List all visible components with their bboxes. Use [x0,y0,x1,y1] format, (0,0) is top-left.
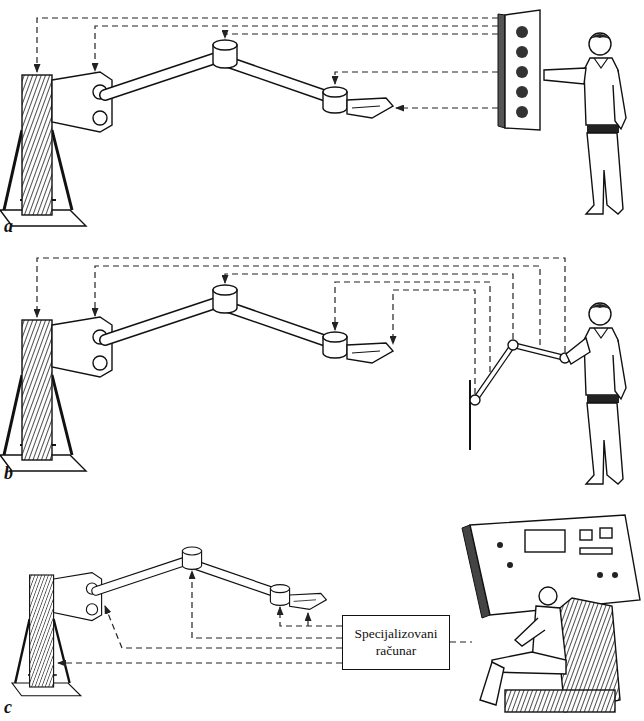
signal-line [58,662,342,663]
panel-button [516,26,528,118]
master-arm [470,395,480,405]
panel-button [516,66,528,78]
cockpit [505,690,615,712]
box-text: Specijalizovani računar [347,626,445,658]
operator [584,33,626,214]
master-arm [475,345,565,400]
signal-line [37,258,565,352]
master-arm [470,340,570,450]
panel-button [516,86,528,98]
panel-b [0,258,626,484]
cockpit [497,542,503,548]
control-panel [498,14,505,128]
signal-line [192,571,342,638]
cockpit [580,548,612,554]
cockpit [525,530,565,552]
signal-line [335,282,490,372]
cockpit [597,572,603,578]
panel-button [516,106,528,118]
panel-button [516,46,528,58]
signal-line [37,18,498,108]
operator-arm [566,338,590,364]
signal-line [396,107,498,108]
cockpit [507,562,513,568]
computer-box: Specijalizovani računar [342,615,450,670]
panel-button [516,26,528,38]
control-panel [505,10,540,130]
signal-line [95,26,498,71]
master-arm [508,340,518,350]
cockpit [470,515,640,615]
robot-arm [12,547,326,696]
signal-line [335,72,498,84]
robot-arm [0,285,393,471]
signal-line [37,258,565,394]
signal-line [225,274,513,339]
panel-a [0,10,626,226]
panel-c [12,515,640,712]
signal-line [393,290,475,394]
signal-line [37,18,498,72]
signal-line [280,607,342,626]
robot-arm [0,40,393,226]
cockpit [600,528,612,538]
cockpit [580,530,592,540]
signal-line [307,613,308,626]
cockpit [539,587,557,605]
cockpit [480,662,504,705]
master-arm [469,380,471,450]
signal-line [450,641,472,642]
operator [584,303,626,484]
operator-arm [544,68,586,84]
signal-line [105,606,342,648]
master-arm [475,345,565,400]
signal-line [225,34,498,38]
signal-line [95,266,540,345]
cockpit [462,515,640,712]
panel-letter: b [4,463,13,484]
panel-letter: c [4,697,12,718]
cockpit [612,572,618,578]
panel-letter: a [4,216,13,237]
cockpit [515,618,545,646]
